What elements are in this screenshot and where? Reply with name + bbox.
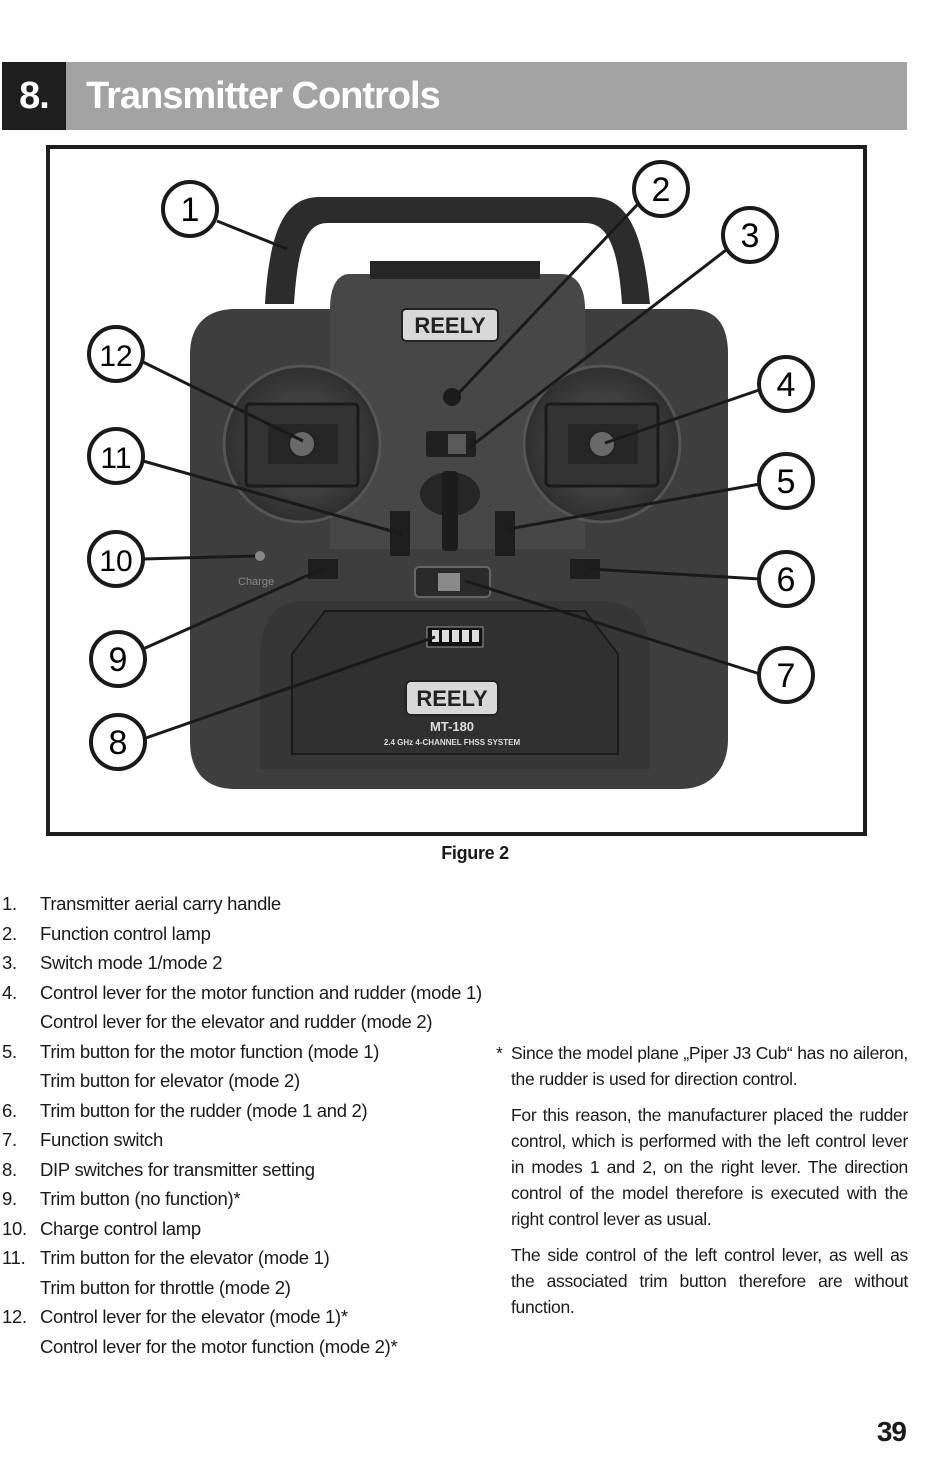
svg-text:5: 5 [777, 463, 796, 501]
svg-text:1: 1 [181, 191, 200, 229]
list-item: 3. Switch mode 1/mode 2 [0, 950, 490, 980]
callout-7: 7 [757, 646, 815, 704]
callout-11: 11 [87, 427, 145, 485]
list-item: 10. Charge control lamp [0, 1216, 490, 1246]
svg-text:2: 2 [652, 171, 671, 209]
list-item-text: Trim button for the rudder (mode 1 and 2… [40, 1099, 368, 1121]
svg-text:4: 4 [777, 366, 796, 404]
list-item: 7. Function switch [0, 1127, 490, 1157]
right-stick [588, 430, 616, 458]
list-item: 2. Function control lamp [0, 921, 490, 951]
callout-12: 12 [87, 325, 145, 383]
list-item-number: 9. [2, 1188, 17, 1209]
list-item-text: DIP switches for transmitter setting [40, 1158, 315, 1180]
right-horizontal-trim [570, 559, 600, 579]
list-item-number: 8. [2, 1158, 17, 1180]
footnote-paragraph-3: The side control of the left control lev… [511, 1245, 908, 1317]
footnote-paragraph-1: Since the model plane „Piper J3 Cub“ has… [511, 1043, 908, 1089]
callout-circles: 1 2 3 4 5 6 7 8 9 10 11 12 [87, 160, 815, 771]
list-item: Control lever for the motor function (mo… [0, 1334, 490, 1364]
list-item: 6. Trim button for the rudder (mode 1 and… [0, 1098, 490, 1128]
list-item-text: Charge control lamp [40, 1217, 201, 1239]
list-item-number: 3. [2, 952, 17, 973]
list-item-text: Trim button for the elevator (mode 1) [40, 1247, 330, 1268]
carry-handle [265, 197, 650, 304]
list-item: Control lever for the elevator and rudde… [0, 1009, 490, 1039]
list-item-text: Function control lamp [40, 922, 211, 944]
transmitter-figure: REELY Charge [46, 145, 867, 836]
callout-3: 3 [721, 206, 779, 264]
list-item-text: Switch mode 1/mode 2 [40, 952, 223, 973]
footnote-asterisk: * [496, 1043, 503, 1063]
list-item-text: Control lever for the motor function (mo… [40, 1335, 398, 1357]
callout-8: 8 [89, 713, 147, 771]
right-vertical-trim [495, 511, 515, 556]
list-item-text: Trim button for throttle (mode 2) [40, 1276, 291, 1298]
list-item-number: 1. [2, 893, 17, 914]
footnote-paragraph-2: For this reason, the manufacturer placed… [511, 1105, 908, 1229]
callout-9: 9 [89, 630, 147, 688]
list-item-text: Trim button (no function)* [40, 1188, 241, 1209]
svg-text:10: 10 [99, 545, 132, 578]
model-text: MT-180 [430, 719, 474, 734]
list-item-text: Transmitter aerial carry handle [40, 893, 281, 914]
list-item: 8. DIP switches for transmitter setting [0, 1157, 490, 1187]
svg-text:8: 8 [109, 724, 128, 762]
transmitter-illustration: REELY Charge [87, 160, 815, 789]
list-item: 1. Transmitter aerial carry handle [0, 891, 490, 921]
list-item: Trim button for elevator (mode 2) [0, 1068, 490, 1098]
list-item-number: 11. [2, 1247, 26, 1268]
list-item-text: Trim button for elevator (mode 2) [40, 1070, 300, 1091]
page-number: 39 [876, 1416, 907, 1447]
svg-text:3: 3 [741, 217, 760, 255]
center-panel [330, 274, 585, 549]
list-item-number: 6. [2, 1099, 17, 1121]
svg-text:7: 7 [777, 657, 796, 695]
list-item-number: 12. [2, 1306, 27, 1327]
controls-list: 1. Transmitter aerial carry handle 2. Func… [0, 891, 490, 1363]
system-text: 2.4 GHz 4-CHANNEL FHSS SYSTEM [384, 738, 521, 747]
section-title: Transmitter Controls [66, 62, 907, 130]
list-item: 9. Trim button (no function)* [0, 1186, 490, 1216]
list-item-number: 4. [2, 981, 17, 1003]
list-item-number: 10. [2, 1217, 27, 1239]
list-item: 5. Trim button for the motor function (mo… [0, 1039, 490, 1069]
callout-4: 4 [757, 355, 815, 413]
function-lamp [443, 388, 461, 406]
svg-text:11: 11 [100, 442, 131, 475]
list-item: 4. Control lever for the motor function a… [0, 980, 490, 1010]
center-lever [442, 471, 458, 551]
figure-caption: Figure 2 [441, 843, 509, 863]
list-item-number: 2. [2, 922, 17, 944]
svg-text:12: 12 [99, 340, 132, 373]
bottom-brand-text: REELY [416, 686, 488, 711]
callout-5: 5 [757, 452, 815, 510]
left-horizontal-trim [308, 559, 338, 579]
svg-text:9: 9 [109, 641, 128, 679]
list-item: 11. Trim button for the elevator (mode 1) [0, 1245, 490, 1275]
svg-text:6: 6 [777, 561, 796, 599]
bottom-brand-plate [405, 680, 499, 716]
callout-10: 10 [87, 530, 145, 588]
callout-1: 1 [161, 180, 219, 238]
list-item: 12. Control lever for the elevator (mode … [0, 1304, 490, 1334]
callout-lines [142, 202, 763, 741]
top-brand-text: REELY [414, 313, 486, 338]
charge-label: Charge [238, 576, 274, 588]
charge-lamp [255, 551, 265, 561]
callout-6: 6 [757, 550, 815, 608]
list-item-number: 5. [2, 1040, 17, 1062]
section-number: 8. [2, 62, 66, 130]
list-item-text: Control lever for the motor function and… [40, 981, 482, 1003]
list-item-text: Trim button for the motor function (mode… [40, 1040, 380, 1062]
list-item-text: Function switch [40, 1129, 163, 1150]
list-item-text: Control lever for the elevator (mode 1)* [40, 1306, 348, 1327]
list-item-text: Control lever for the elevator and rudde… [40, 1011, 433, 1032]
list-item: Trim button for throttle (mode 2) [0, 1275, 490, 1305]
callout-2: 2 [632, 160, 690, 218]
list-item-number: 7. [2, 1129, 17, 1150]
top-brand-plate [401, 308, 499, 342]
footnote: * Since the model plane „Piper J3 Cub“ h… [496, 1040, 908, 1330]
